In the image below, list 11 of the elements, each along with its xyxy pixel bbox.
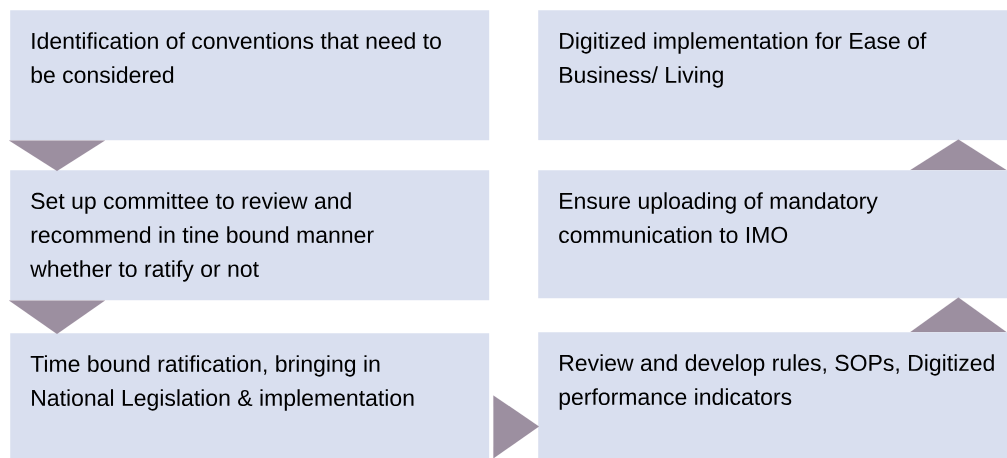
process-box: Identification of conventions that need to be considered bbox=[10, 10, 490, 141]
process-box: Set up committee to review and recommend in tine bound manner whether to ratify or not bbox=[10, 170, 490, 301]
process-box: Time bound ratification, bringing in National Legislation & implementation bbox=[10, 333, 490, 458]
process-box: Review and develop rules, SOPs, Digitized performance indicators bbox=[538, 332, 1007, 458]
arrow bbox=[910, 297, 1007, 333]
arrow bbox=[8, 300, 106, 335]
arrow bbox=[8, 140, 106, 172]
arrow bbox=[493, 395, 540, 458]
process-box: Digitized implementation for Ease of Business/ Living bbox=[538, 10, 1007, 141]
arrow bbox=[910, 139, 1007, 171]
process-box: Ensure uploading of mandatory communication to IMO bbox=[538, 170, 1007, 299]
